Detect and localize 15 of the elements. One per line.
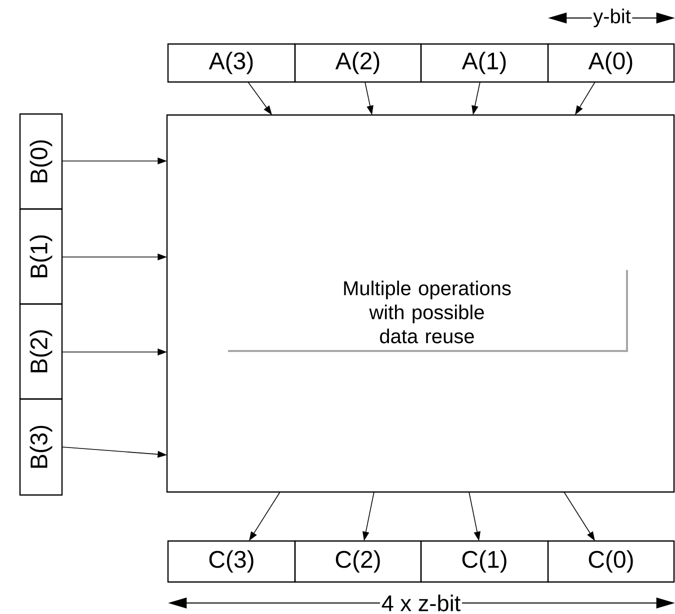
register-cell: A(3)	[167, 43, 296, 83]
register-cell: A(1)	[420, 43, 549, 83]
dimension-label: y-bit	[592, 7, 632, 29]
register-cell: C(2)	[294, 540, 422, 583]
register-cell: B(3)	[19, 398, 63, 496]
register-cell: C(1)	[420, 540, 549, 583]
register-cell: B(2)	[19, 303, 63, 400]
register-cell: B(0)	[19, 113, 63, 210]
dimension-label: 4 x z-bit	[380, 593, 462, 613]
register-cell: C(3)	[167, 540, 296, 583]
register-cell: C(0)	[547, 540, 675, 583]
register-cell: A(2)	[294, 43, 422, 83]
register-cell: B(1)	[19, 208, 63, 305]
processing-block: Multiple operations with possible data reuse	[166, 114, 675, 493]
register-cell: A(0)	[547, 43, 675, 83]
